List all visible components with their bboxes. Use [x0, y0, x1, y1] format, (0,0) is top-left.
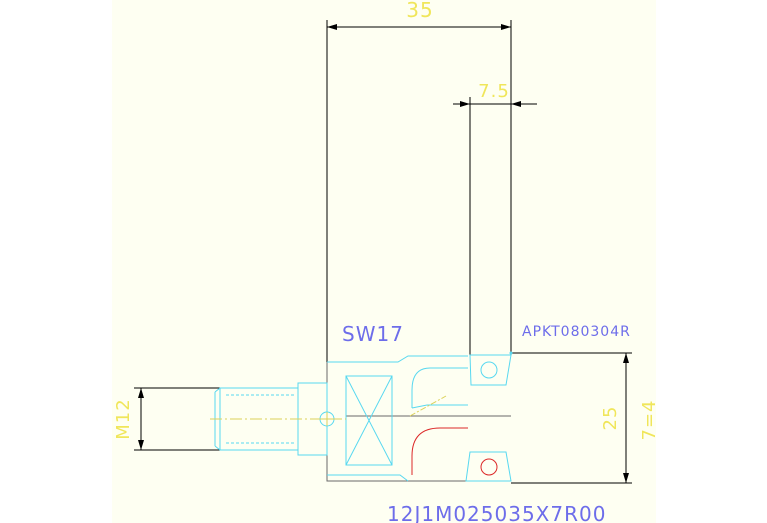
cutter-head	[319, 355, 468, 482]
center-line	[210, 395, 447, 426]
insert-upper	[469, 354, 512, 386]
wrench-flat	[345, 375, 393, 466]
dim-cutting-diameter-text: 25	[600, 406, 621, 431]
dim-insert-width: 7.5	[453, 81, 537, 355]
insert-corner-point	[509, 351, 513, 355]
dim-shank-thread: M12	[113, 387, 220, 451]
insert-code-label: APKT080304R	[522, 324, 631, 340]
insert-lower	[465, 451, 512, 482]
dim-insert-width-text: 7.5	[478, 81, 510, 102]
wrench-size-label: SW17	[342, 322, 404, 346]
part-number-label: 12J1M025035X7R00	[387, 502, 606, 523]
insert-screw-lower	[480, 458, 498, 476]
insert-screw-upper	[480, 361, 498, 379]
cutter-body-outline	[326, 362, 511, 482]
dim-overall-length: 35	[326, 0, 512, 362]
drawing-area	[112, 0, 656, 523]
chip-pocket-lower	[411, 427, 468, 475]
dim-cutting-diameter: 25 7=4	[511, 352, 660, 484]
chip-pocket-upper	[411, 367, 468, 408]
dim-teeth-text: 7=4	[639, 400, 660, 441]
dim-overall-length-text: 35	[406, 0, 433, 22]
dim-shank-thread-text: M12	[113, 398, 134, 439]
